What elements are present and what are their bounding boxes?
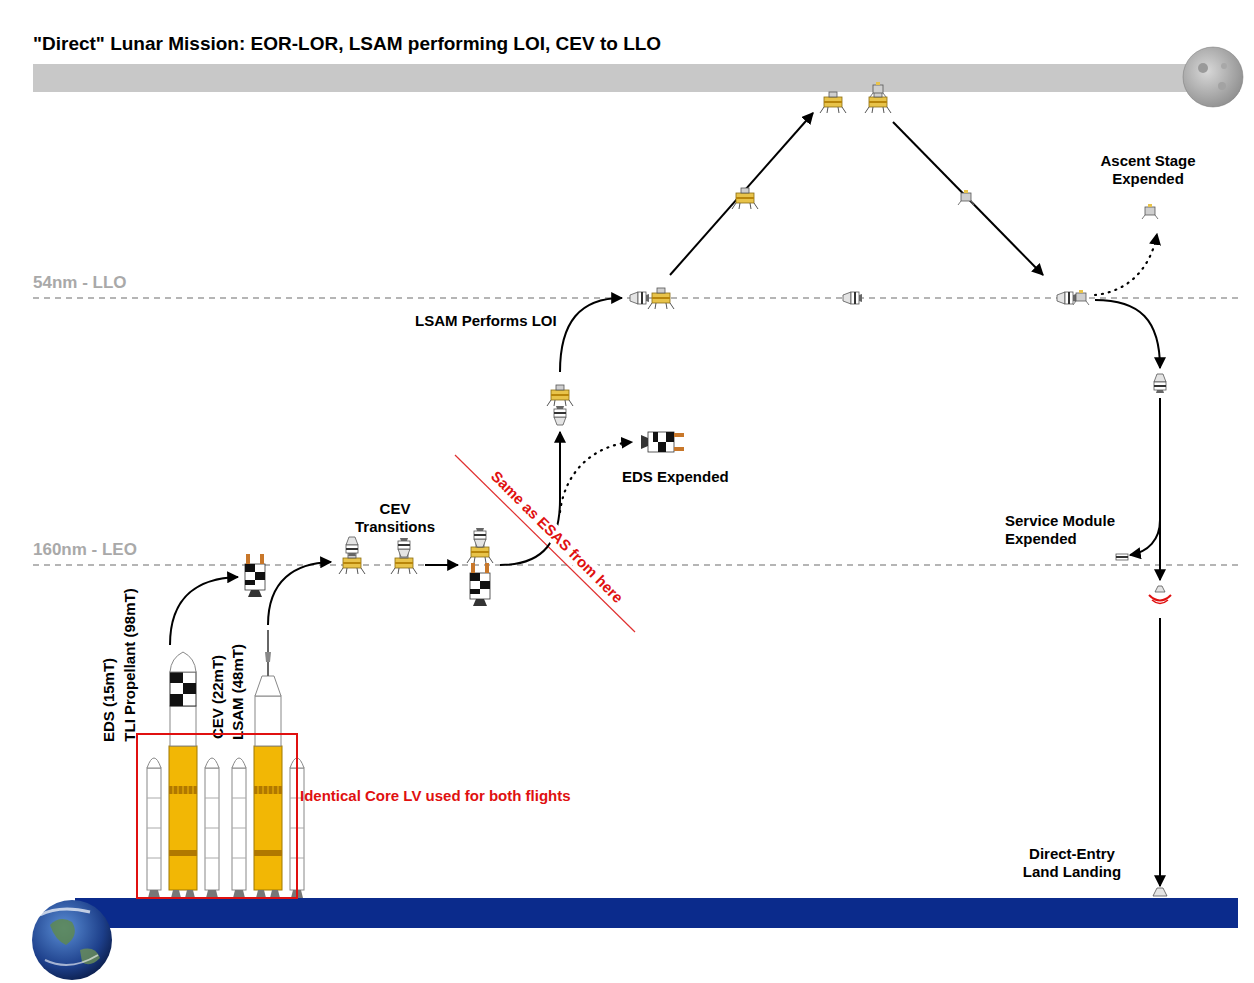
box-label: Identical Core LV used for both flights — [300, 787, 571, 805]
orbit-label: 160nm - LEO — [33, 540, 137, 560]
step-label: Direct-Entry Land Landing — [1017, 845, 1127, 881]
step-label: Ascent Stage Expended — [1093, 152, 1203, 188]
mass-label: LSAM (48mT) — [229, 644, 247, 740]
diagram-title: "Direct" Lunar Mission: EOR-LOR, LSAM pe… — [33, 33, 661, 56]
orbit-label: 54nm - LLO — [33, 273, 127, 293]
step-label: CEV Transitions — [350, 500, 440, 536]
divider-note: Same as ESAS from here — [485, 465, 629, 609]
step-label: EDS Expended — [622, 468, 729, 486]
core-lv-box: Identical Core LV used for both flights — [136, 733, 298, 899]
step-label: Service Module Expended — [1005, 512, 1130, 548]
mass-label: TLI Propellant (98mT) — [121, 588, 139, 741]
step-label: LSAM Performs LOI — [415, 312, 557, 330]
mass-label: EDS (15mT) — [100, 658, 118, 742]
mass-label: CEV (22mT) — [209, 655, 227, 739]
